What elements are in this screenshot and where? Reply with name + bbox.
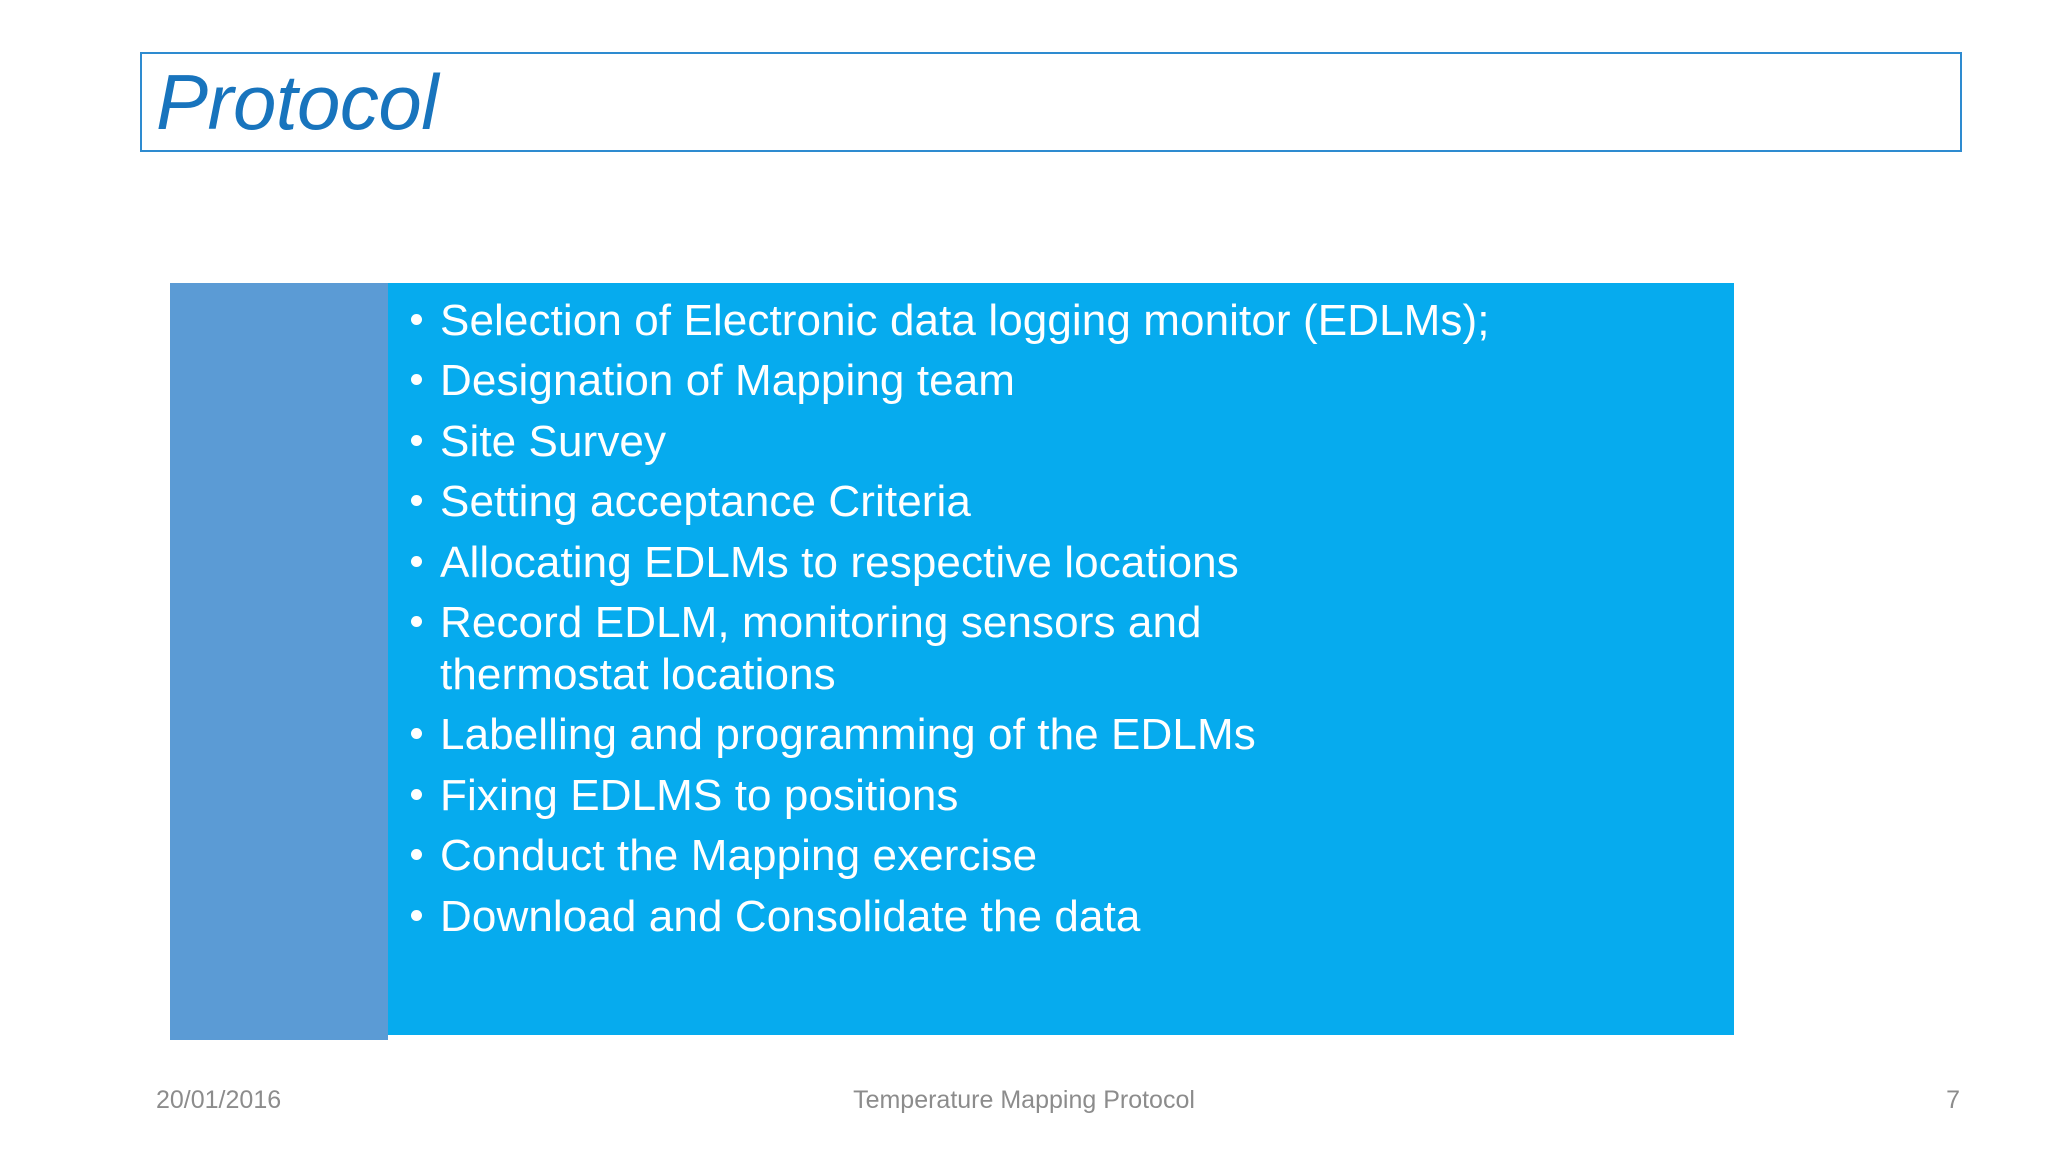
bullet-dot-icon bbox=[411, 728, 422, 740]
list-item-label: Site Survey bbox=[440, 416, 667, 466]
bullet-list: Selection of Electronic data logging mon… bbox=[388, 295, 1734, 951]
list-item[interactable]: Fixing EDLMS to positions bbox=[388, 770, 1734, 821]
bullet-dot-icon bbox=[411, 849, 422, 861]
list-item[interactable]: Site Survey bbox=[388, 416, 1734, 467]
list-item[interactable]: Conduct the Mapping exercise bbox=[388, 830, 1734, 881]
list-item[interactable]: Designation of Mapping team bbox=[388, 355, 1734, 406]
list-item-label: Selection of Electronic data logging mon… bbox=[440, 296, 1490, 345]
content-block: Selection of Electronic data logging mon… bbox=[170, 283, 1734, 1040]
slide-footer: 20/01/2016 Temperature Mapping Protocol … bbox=[0, 1086, 2048, 1126]
list-item[interactable]: Setting acceptance Criteria bbox=[388, 476, 1734, 527]
accent-strip bbox=[170, 283, 388, 1040]
list-item-label: Download and Consolidate the data bbox=[440, 891, 1141, 941]
list-item[interactable]: Selection of Electronic data logging mon… bbox=[388, 295, 1734, 346]
list-item-label: Labelling and programming of the EDLMs bbox=[440, 710, 1256, 760]
footer-title: Temperature Mapping Protocol bbox=[853, 1086, 1195, 1114]
list-item-label: Designation of Mapping team bbox=[440, 356, 1016, 406]
list-item-label: Record EDLM, monitoring sensors and ther… bbox=[440, 598, 1202, 699]
bullet-dot-icon bbox=[411, 495, 422, 507]
footer-date: 20/01/2016 bbox=[156, 1086, 282, 1114]
list-item[interactable]: Download and Consolidate the data bbox=[388, 891, 1734, 942]
bullet-dot-icon bbox=[411, 374, 422, 386]
list-item-label: Setting acceptance Criteria bbox=[440, 477, 971, 527]
list-item[interactable]: Labelling and programming of the EDLMs bbox=[388, 709, 1734, 760]
list-item-label: Conduct the Mapping exercise bbox=[440, 831, 1038, 881]
bullet-dot-icon bbox=[411, 555, 422, 567]
bullet-dot-icon bbox=[411, 314, 422, 325]
list-item-label: Fixing EDLMS to positions bbox=[440, 770, 959, 820]
bullet-dot-icon bbox=[411, 434, 422, 446]
page-number: 7 bbox=[1946, 1086, 1960, 1114]
body-panel[interactable]: Selection of Electronic data logging mon… bbox=[388, 283, 1734, 1035]
page-title: Protocol bbox=[156, 58, 439, 146]
list-item-label: Allocating EDLMs to respective locations bbox=[440, 537, 1239, 587]
bullet-dot-icon bbox=[411, 788, 422, 800]
list-item[interactable]: Allocating EDLMs to respective locations bbox=[388, 537, 1734, 588]
bullet-dot-icon bbox=[411, 616, 422, 628]
list-item[interactable]: Record EDLM, monitoring sensors and ther… bbox=[388, 597, 1390, 700]
slide-title-box[interactable]: Protocol bbox=[140, 52, 1962, 152]
bullet-dot-icon bbox=[411, 909, 422, 921]
